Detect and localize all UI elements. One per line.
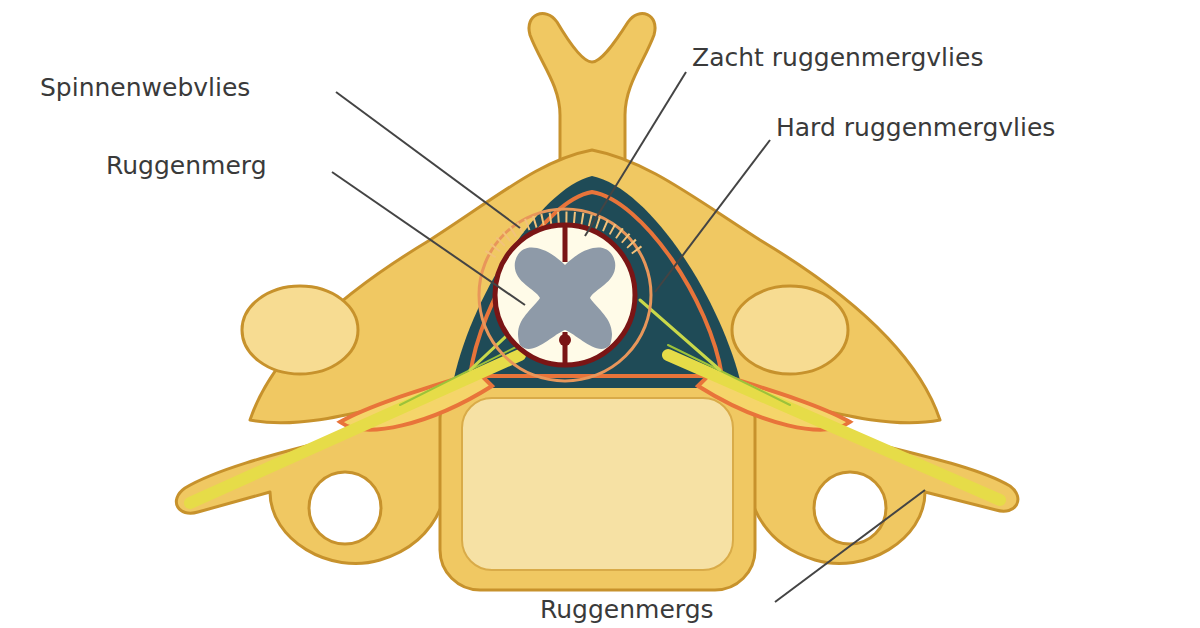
label-nerve: Ruggenmergs bbox=[540, 596, 714, 625]
label-pia: Zacht ruggenmergvlies bbox=[692, 44, 983, 73]
label-spinal-cord: Ruggenmerg bbox=[106, 152, 267, 181]
label-arachnoid: Spinnenwebvlies bbox=[40, 74, 250, 103]
label-dura: Hard ruggenmergvlies bbox=[776, 114, 1055, 143]
